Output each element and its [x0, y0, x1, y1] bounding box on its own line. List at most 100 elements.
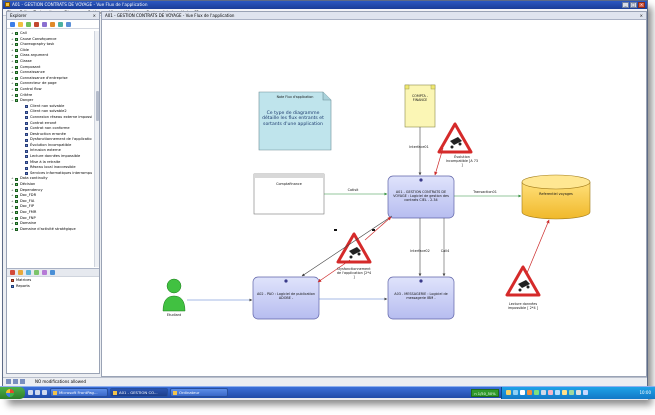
messagerie-app-node[interactable] — [387, 276, 455, 320]
tree-item[interactable]: +Doc_FIA — [7, 199, 95, 205]
danger-link[interactable] — [364, 216, 392, 241]
tray-icon[interactable] — [562, 390, 567, 395]
danger-link[interactable] — [526, 219, 550, 274]
tree-item[interactable]: +Connaissance d'entreprise — [7, 76, 95, 82]
refresh-icon[interactable] — [58, 21, 63, 27]
tree-item[interactable]: +Call — [7, 31, 95, 37]
taskbar-item[interactable]: A01 - GESTION CO... — [110, 388, 168, 397]
tree-item[interactable]: +Doc_FMR — [7, 210, 95, 216]
tree-item[interactable]: −Danger — [7, 98, 95, 104]
tray-indicator[interactable]: n 1/50_50% — [471, 389, 499, 397]
flow-main-pao[interactable] — [301, 215, 393, 277]
matrix-icon[interactable] — [10, 270, 15, 275]
volume-icon[interactable] — [576, 390, 581, 395]
tree-item[interactable]: +Choreography task — [7, 42, 95, 48]
expand-icon[interactable]: + — [11, 58, 14, 63]
scrollbar-thumb[interactable] — [96, 91, 99, 121]
start-button[interactable] — [0, 387, 25, 399]
diagram-tab[interactable]: A01 - GESTION CONTRATS DE VOYAGE - Vue F… — [102, 12, 646, 20]
tree-item[interactable]: Client non solvable — [7, 104, 95, 110]
tree-item[interactable]: +Data continuity — [7, 176, 95, 182]
danger-link[interactable] — [317, 259, 351, 283]
tray-icon[interactable] — [541, 390, 546, 395]
tree-item[interactable]: Contrat non conforme — [7, 126, 95, 132]
tree-item[interactable]: +Connaissance — [7, 70, 95, 76]
tree-item[interactable]: +Classe — [7, 59, 95, 65]
tree-item[interactable]: +Dependency — [7, 188, 95, 194]
globe-icon[interactable] — [10, 21, 15, 27]
expand-icon[interactable]: + — [11, 81, 14, 86]
expand-icon[interactable]: + — [11, 70, 14, 75]
tree-item[interactable]: Dysfonctionnement de l'applicatio — [7, 137, 95, 143]
taskbar-item[interactable]: Microsoft FrontPag... — [50, 388, 108, 397]
danger-lecture-icon[interactable] — [505, 265, 541, 297]
tray-icon[interactable] — [506, 390, 511, 395]
tree-item[interactable]: +Cause Conséquence — [7, 37, 95, 43]
desktop-icon[interactable] — [28, 390, 33, 395]
explorer-scrollbar[interactable] — [94, 31, 99, 267]
tray-icon[interactable] — [534, 390, 539, 395]
tree-item[interactable]: Lecture données impossible — [7, 154, 95, 160]
report-icon[interactable] — [18, 270, 23, 275]
expand-icon[interactable]: + — [11, 221, 14, 226]
expand-icon[interactable]: + — [11, 215, 14, 220]
tree-item[interactable]: +Control flow — [7, 87, 95, 93]
close-icon[interactable]: × — [639, 13, 643, 18]
expand-icon[interactable]: + — [11, 36, 14, 41]
close-button[interactable]: × — [638, 2, 645, 8]
tree-item[interactable]: Évolution Incompatible — [7, 143, 95, 149]
search-icon[interactable] — [26, 270, 31, 275]
expand-icon[interactable]: + — [11, 53, 14, 58]
network-icon[interactable] — [583, 390, 588, 395]
properties-icon[interactable] — [50, 21, 55, 27]
expand-icon[interactable]: + — [11, 182, 14, 187]
maximize-button[interactable]: □ — [630, 2, 637, 8]
diagram-canvas[interactable] — [102, 20, 646, 376]
expand-icon[interactable]: + — [11, 31, 14, 35]
tree-item[interactable]: Destruction erronée — [7, 132, 95, 138]
tree-item-reports[interactable]: Reports — [7, 284, 99, 290]
expand-icon[interactable]: + — [11, 75, 14, 80]
expand-icon[interactable]: + — [11, 86, 14, 91]
expand-icon[interactable]: + — [11, 64, 14, 69]
tree-item[interactable]: Réseau local inaccessible — [7, 165, 95, 171]
minimize-button[interactable]: _ — [622, 2, 629, 8]
expand-icon[interactable]: + — [11, 204, 14, 209]
tree-item[interactable]: +Cible — [7, 48, 95, 54]
tree-item[interactable]: +Doc_FDR — [7, 193, 95, 199]
taskbar-item[interactable]: Ordinateur — [170, 388, 228, 397]
diagram-icon[interactable] — [42, 21, 47, 27]
actor-node[interactable] — [162, 278, 186, 312]
selection-handle[interactable] — [334, 229, 337, 231]
tree-item[interactable]: +Décision — [7, 182, 95, 188]
expand-icon[interactable]: + — [11, 198, 14, 203]
close-icon[interactable]: × — [92, 13, 96, 18]
tray-icon[interactable] — [555, 390, 560, 395]
tray-icon[interactable] — [520, 390, 525, 395]
pao-app-node[interactable] — [252, 276, 320, 320]
expand-icon[interactable]: + — [11, 47, 14, 52]
explorer-icon[interactable] — [42, 390, 47, 395]
tray-icon[interactable] — [527, 390, 532, 395]
danger-link[interactable] — [434, 147, 444, 176]
expand-icon[interactable]: + — [11, 176, 14, 181]
database-node[interactable] — [521, 174, 591, 220]
tree-item[interactable]: +Class argument — [7, 53, 95, 59]
tray-icon[interactable] — [569, 390, 574, 395]
tree-item[interactable]: +Critère — [7, 93, 95, 99]
tree-item[interactable]: Client non solvable2 — [7, 109, 95, 115]
export-icon[interactable] — [42, 270, 47, 275]
expand-icon[interactable]: − — [11, 98, 14, 103]
tray-icon[interactable] — [513, 390, 518, 395]
tree-item[interactable]: +Doc_FIP — [7, 204, 95, 210]
expand-icon[interactable]: + — [11, 187, 14, 192]
tray-icon[interactable] — [548, 390, 553, 395]
tree-item[interactable]: +Domaine — [7, 221, 95, 227]
filter-icon[interactable] — [34, 21, 39, 27]
expand-icon[interactable]: + — [11, 226, 14, 231]
expand-icon[interactable]: + — [11, 92, 14, 97]
tree-item[interactable]: Services informatiques interrompu — [7, 171, 95, 177]
tree-item[interactable]: Mise à la retraite — [7, 160, 95, 166]
tree-item[interactable]: Connexion réseau externe impossi — [7, 115, 95, 121]
danger-evolution-icon[interactable] — [437, 122, 473, 154]
